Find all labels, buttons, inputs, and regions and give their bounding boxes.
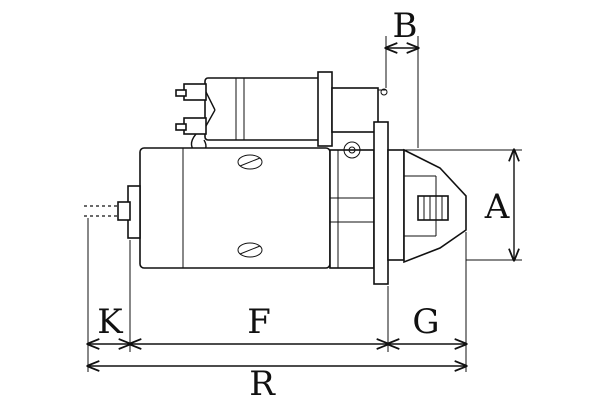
rear-stud: [117, 201, 131, 221]
terminal-upper: [183, 83, 207, 101]
mounting-flange: [373, 121, 389, 285]
housing-screw-top: [237, 154, 263, 170]
label-r: R: [249, 364, 276, 400]
pinion-gear: [417, 195, 449, 221]
motor-housing: [139, 147, 331, 269]
starter-motor-outline: [84, 71, 467, 285]
solenoid-flange: [317, 71, 333, 147]
dimension-labels: B A K F G R: [97, 6, 509, 400]
solenoid-body: [204, 77, 326, 141]
drive-end-housing: [329, 149, 375, 269]
housing-screw-bottom: [237, 242, 263, 258]
label-b: B: [393, 6, 418, 46]
dimension-lines: [88, 36, 522, 372]
label-f: F: [247, 302, 271, 342]
solenoid-cap: [331, 87, 379, 133]
label-g: G: [412, 302, 439, 342]
nose-collar: [387, 149, 405, 261]
terminal-lower: [183, 117, 207, 135]
pivot-bolt: [343, 141, 361, 159]
label-k: K: [97, 302, 123, 342]
label-a: A: [484, 187, 510, 227]
